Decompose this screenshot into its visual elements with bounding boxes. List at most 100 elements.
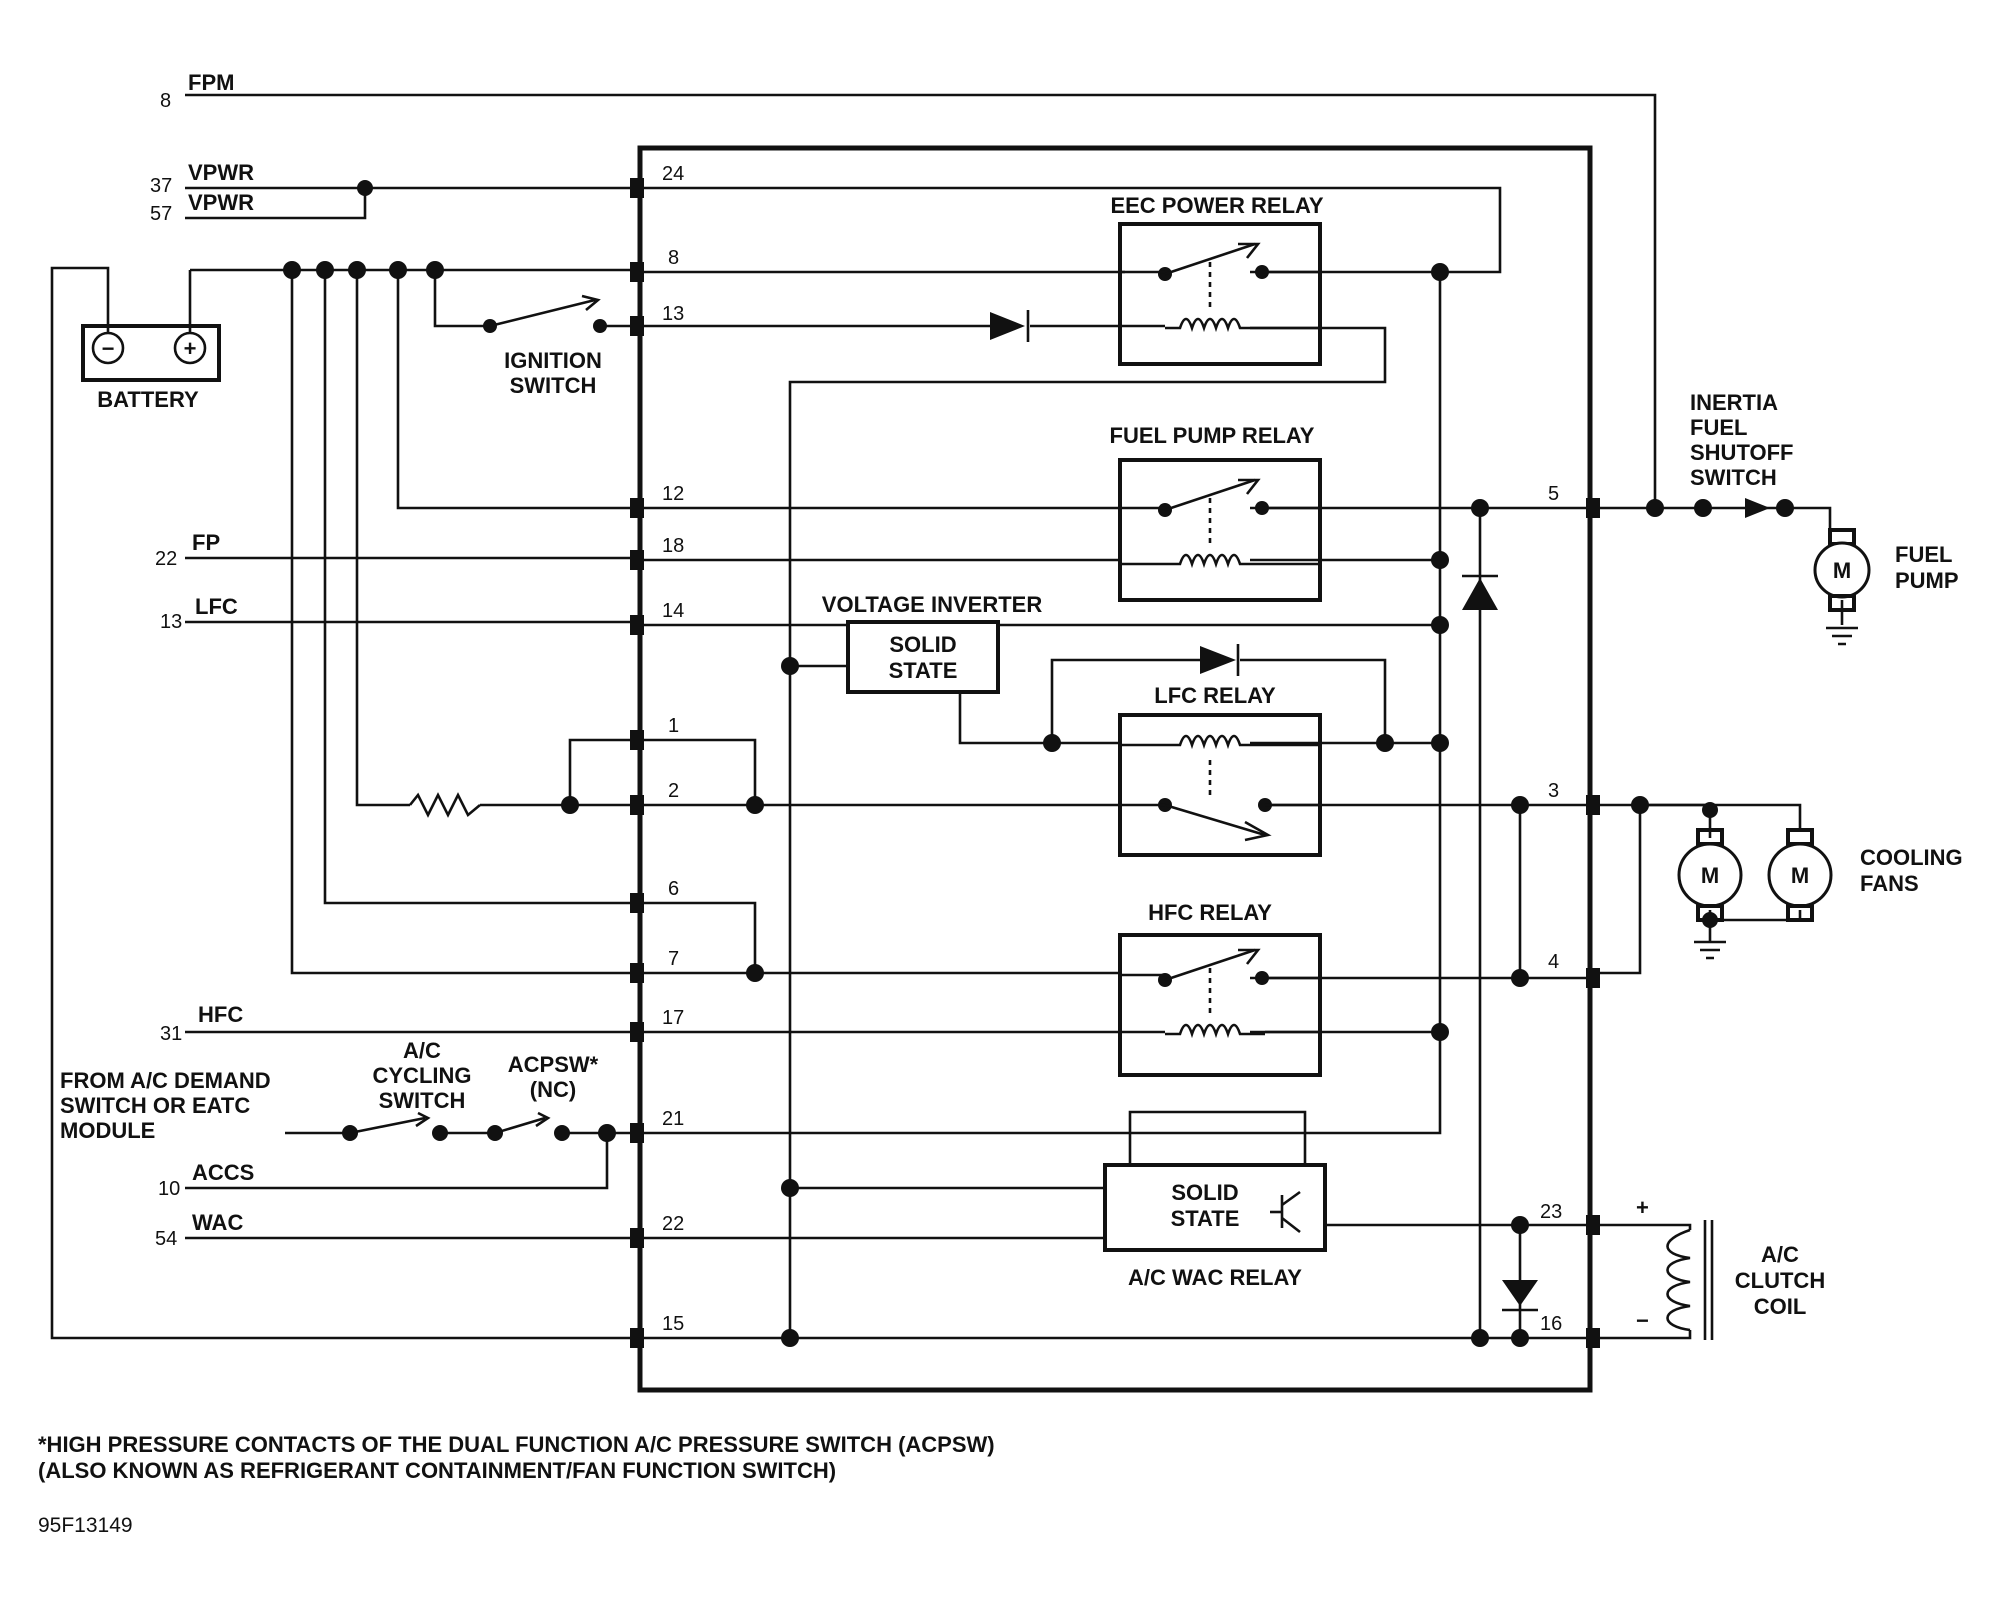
ignition-switch-label-1: IGNITION <box>504 348 602 373</box>
pin-21: 21 <box>662 1108 684 1130</box>
footnote-line-1: *HIGH PRESSURE CONTACTS OF THE DUAL FUNC… <box>38 1432 995 1457</box>
ac-wac-relay: SOLID STATE A/C WAC RELAY <box>1103 1163 1327 1290</box>
ignition-diode <box>990 310 1030 342</box>
from-demand-label-3: MODULE <box>60 1118 155 1143</box>
wire-fp-num: 22 <box>155 548 177 570</box>
pin-13: 13 <box>662 303 684 325</box>
ac-demand-chain: FROM A/C DEMAND SWITCH OR EATC MODULE A/… <box>60 1038 599 1143</box>
internal-diodes <box>1462 574 1538 1312</box>
pin-23: 23 <box>1540 1201 1562 1223</box>
cooling-fans: M M COOLING FANS <box>1677 828 1963 960</box>
inertia-label-3: SHUTOFF <box>1690 440 1793 465</box>
pin-5: 5 <box>1548 483 1559 505</box>
pin-numbers-right: 5 3 4 23 16 <box>1540 483 1562 1335</box>
voltage-inverter-solid: SOLID <box>889 632 956 657</box>
pin-numbers-left: 24 8 13 12 18 14 1 2 6 7 17 21 22 15 <box>662 163 684 1335</box>
wire-hfc-num: 31 <box>160 1023 182 1045</box>
lfc-relay: LFC RELAY <box>1118 683 1322 857</box>
ignition-switch: IGNITION SWITCH <box>483 294 607 398</box>
inertia-label-1: INERTIA <box>1690 390 1778 415</box>
pin-7: 7 <box>668 948 679 970</box>
pin-4: 4 <box>1548 951 1559 973</box>
fuel-pump-label-1: FUEL <box>1895 542 1952 567</box>
pin-1: 1 <box>668 715 679 737</box>
battery-label: BATTERY <box>97 387 199 412</box>
cooling-fans-label-1: COOLING <box>1860 845 1963 870</box>
footnote-line-2: (ALSO KNOWN AS REFRIGERANT CONTAINMENT/F… <box>38 1458 836 1483</box>
wac-relay-state: STATE <box>1171 1206 1240 1231</box>
pin-17: 17 <box>662 1007 684 1029</box>
hfc-relay: HFC RELAY <box>1118 900 1322 1077</box>
external-wire-labels: FPM 8 VPWR 37 VPWR 57 FP 22 LFC 13 HFC 3… <box>150 70 254 1250</box>
pin-3: 3 <box>1548 780 1559 802</box>
figure-code: 95F13149 <box>38 1514 133 1537</box>
fuel-pump-relay-label: FUEL PUMP RELAY <box>1110 423 1315 448</box>
ac-clutch-label-1: A/C <box>1761 1242 1799 1267</box>
ignition-switch-label-2: SWITCH <box>510 373 597 398</box>
clutch-plus: + <box>1636 1195 1649 1220</box>
wire-vpwr-37-num: 37 <box>150 175 172 197</box>
voltage-inverter-label: VOLTAGE INVERTER <box>822 592 1043 617</box>
pin-24: 24 <box>662 163 684 185</box>
wire-wac-num: 54 <box>155 1228 177 1250</box>
wac-relay-solid: SOLID <box>1171 1180 1238 1205</box>
cycling-switch-label-2: CYCLING <box>373 1063 472 1088</box>
wac-relay-label: A/C WAC RELAY <box>1128 1265 1302 1290</box>
wire-lfc-label: LFC <box>195 594 238 619</box>
battery: − + BATTERY <box>81 270 221 412</box>
from-demand-label-2: SWITCH OR EATC <box>60 1093 250 1118</box>
wire-vpwr-57-num: 57 <box>150 203 172 225</box>
pin-18: 18 <box>662 535 684 557</box>
battery-negative-sign: − <box>102 336 115 361</box>
voltage-inverter-state: STATE <box>889 658 958 683</box>
pin-12: 12 <box>662 483 684 505</box>
wire-fp-label: FP <box>192 530 220 555</box>
pin-16: 16 <box>1540 1313 1562 1335</box>
battery-positive-sign: + <box>184 336 197 361</box>
eec-power-relay: EEC POWER RELAY <box>1110 193 1324 366</box>
pin-15: 15 <box>662 1313 684 1335</box>
cycling-switch-label-3: SWITCH <box>379 1088 466 1113</box>
wire-vpwr-57-label: VPWR <box>188 190 254 215</box>
wire-vpwr-37-label: VPWR <box>188 160 254 185</box>
wiring <box>50 93 1844 1340</box>
pin-8: 8 <box>668 247 679 269</box>
inertia-label-2: FUEL <box>1690 415 1747 440</box>
wire-fpm-label: FPM <box>188 70 234 95</box>
inertia-fuel-shutoff-switch: INERTIA FUEL SHUTOFF SWITCH <box>1690 390 1794 518</box>
acpsw-label-1: ACPSW* <box>508 1052 599 1077</box>
wire-hfc-label: HFC <box>198 1002 243 1027</box>
fuel-pump-label-2: PUMP <box>1895 568 1959 593</box>
eec-power-relay-label: EEC POWER RELAY <box>1110 193 1323 218</box>
cooling-fan-1-letter: M <box>1701 863 1719 888</box>
ac-clutch-coil: + − A/C CLUTCH COIL <box>1636 1195 1825 1340</box>
junction-dots <box>283 180 1718 1347</box>
pin-14: 14 <box>662 600 684 622</box>
cooling-fan-2-letter: M <box>1791 863 1809 888</box>
ac-clutch-label-2: CLUTCH <box>1735 1268 1825 1293</box>
hfc-relay-label: HFC RELAY <box>1148 900 1272 925</box>
cooling-fans-label-2: FANS <box>1860 871 1919 896</box>
wire-accs-num: 10 <box>158 1178 180 1200</box>
from-demand-label-1: FROM A/C DEMAND <box>60 1068 271 1093</box>
cycling-switch-label-1: A/C <box>403 1038 441 1063</box>
fuel-pump-motor-letter: M <box>1833 558 1851 583</box>
wire-fpm-num: 8 <box>160 90 171 112</box>
pin-6: 6 <box>668 878 679 900</box>
pin-markers <box>630 178 1600 1348</box>
fuel-pump: M FUEL PUMP <box>1813 528 1959 646</box>
acpsw-label-2: (NC) <box>530 1077 576 1102</box>
pin-2: 2 <box>668 780 679 802</box>
clutch-minus: − <box>1636 1308 1649 1333</box>
wire-lfc-num: 13 <box>160 611 182 633</box>
wire-wac-label: WAC <box>192 1210 243 1235</box>
lfc-diode <box>1200 644 1240 676</box>
fuel-pump-relay: FUEL PUMP RELAY <box>1110 423 1322 602</box>
resistor <box>408 792 481 818</box>
voltage-inverter: VOLTAGE INVERTER SOLID STATE <box>822 592 1043 694</box>
pin-22: 22 <box>662 1213 684 1235</box>
inertia-label-4: SWITCH <box>1690 465 1777 490</box>
ac-clutch-label-3: COIL <box>1754 1294 1807 1319</box>
constant-control-relay-module <box>637 145 1593 1393</box>
